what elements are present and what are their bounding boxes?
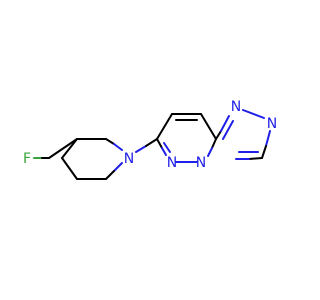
bond-c3a-n1t-double xyxy=(222,120,234,140)
atom-piperidine-nitrogen: N xyxy=(124,151,134,167)
bond-c3a-n4-carbon-part xyxy=(211,138,217,149)
bond-c4-c3 xyxy=(61,138,78,159)
bond-c4-c3a xyxy=(200,113,217,140)
bond-c3a-n1t-carbon-part xyxy=(215,130,222,140)
bond-c6-c5-pyr xyxy=(156,113,173,140)
bond-n1-c6-carbon-part xyxy=(105,170,115,180)
bond-n2t-c3t-nitrogen-part xyxy=(265,130,271,147)
atom-pyridazine-n1: N xyxy=(167,155,177,171)
atom-fluorine: F xyxy=(23,151,31,167)
bond-n1-c6-nitrogen-part xyxy=(113,162,123,172)
atom-labels: F N N N N N xyxy=(23,99,277,171)
atom-pyridazine-n2: N xyxy=(196,155,206,171)
bond-n5-c6-carbon-part xyxy=(156,138,163,149)
atom-triazole-n4: N xyxy=(267,116,277,132)
piperidine-ring xyxy=(61,138,123,180)
atom-triazole-n3: N xyxy=(231,99,241,115)
bond-c3a-n1t-nitrogen-part xyxy=(220,115,230,132)
bond-n5-c6-double xyxy=(163,142,171,153)
triazole-ring xyxy=(215,109,271,160)
fluoromethyl-group xyxy=(33,138,78,159)
bond-c3t-n4-carbon-part xyxy=(248,157,263,160)
molecule-structure-diagram: F N N N N N xyxy=(23,99,277,180)
bond-n1-c6pyr-nitrogen-part xyxy=(135,145,147,153)
bond-n2t-c3t-carbon-part xyxy=(261,145,267,159)
bond-n1t-n2t xyxy=(242,109,265,119)
bond-c2-n1-nitrogen-part xyxy=(113,143,123,151)
bond-c2-n1-carbon-part xyxy=(105,138,115,145)
bond-c5-c4 xyxy=(61,157,78,180)
bond-n5-c6-nitrogen-part xyxy=(161,147,167,156)
bond-ch2-c3 xyxy=(48,138,78,159)
bond-n1-c6pyr-carbon-part xyxy=(145,138,158,147)
pyridazine-ring xyxy=(156,113,217,163)
bond-c3a-n4-nitrogen-part xyxy=(207,147,213,157)
piperidine-pyridazine-link xyxy=(135,138,158,153)
